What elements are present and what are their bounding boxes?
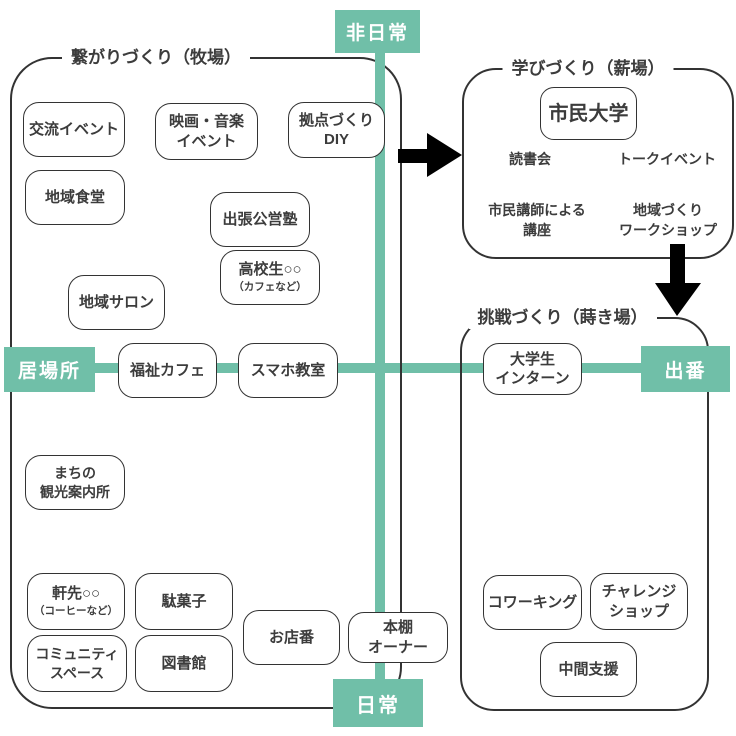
item-label: コワーキング [487, 593, 578, 611]
item-box: 交流イベント [23, 102, 125, 157]
item-box: 駄菓子 [135, 573, 233, 630]
item-box: 図書館 [135, 635, 233, 692]
item-label: 中間支援 [558, 660, 619, 678]
axis-label-right: 出番 [641, 346, 730, 392]
item-label: コミュニティ スペース [35, 646, 119, 681]
group-label: 繋がりづくり（牧場） [62, 47, 250, 69]
item-label: 拠点づくり DIY [298, 111, 374, 149]
item-label: 高校生○○ [238, 261, 302, 279]
item-sublabel: （カフェなど） [233, 280, 307, 293]
item-box: 福祉カフェ [118, 343, 217, 398]
item-label: 地域食堂 [44, 188, 105, 206]
axis-label-bottom: 日常 [333, 679, 423, 727]
item-box: 大学生 インターン [483, 343, 582, 395]
item-label: 出張公営塾 [222, 210, 298, 228]
item-label: 駄菓子 [161, 592, 207, 610]
item-label: まちの 観光案内所 [40, 465, 110, 500]
item-label: 交流イベント [28, 120, 119, 138]
item-label: お店番 [268, 628, 314, 646]
item-label: 市民大学 [548, 102, 629, 125]
group-label: 学びづくり（薪場） [502, 58, 674, 80]
item-label: チャレンジ ショップ [601, 583, 677, 620]
item-box: コワーキング [483, 575, 582, 630]
text-item: 読書会 [509, 151, 551, 167]
group-tsunagari-zukuri: 繋がりづくり（牧場） [10, 47, 402, 709]
axis-label-top: 非日常 [335, 10, 420, 53]
axis-line-horizontal [55, 363, 665, 373]
item-sublabel: （コーヒーなど） [34, 604, 118, 617]
item-box: 高校生○○ （カフェなど） [220, 250, 320, 305]
item-box: 市民大学 [540, 87, 637, 140]
item-box: 中間支援 [540, 642, 637, 697]
item-label: 本棚 オーナー [367, 619, 428, 656]
item-label: 軒先○○ [51, 585, 101, 603]
item-box: 地域食堂 [25, 170, 125, 225]
item-box: 映画・音楽 イベント [155, 103, 258, 160]
text-item: 地域づくり ワークショップ [619, 202, 717, 239]
text-item: 市民講師による 講座 [488, 202, 586, 239]
axis-label-left: 居場所 [4, 347, 95, 392]
item-box: 本棚 オーナー [348, 612, 448, 663]
group-label: 挑戦づくり（蒔き場） [468, 307, 657, 329]
item-box: お店番 [243, 610, 340, 665]
item-label: スマホ教室 [250, 361, 326, 379]
group-manabi-zukuri: 学びづくり（薪場） [462, 58, 734, 259]
item-box: まちの 観光案内所 [25, 455, 125, 510]
group-chousen-zukuri: 挑戦づくり（蒔き場） [460, 307, 709, 711]
arrow-down-icon [655, 244, 701, 316]
axis-line-vertical [375, 48, 385, 700]
item-box: コミュニティ スペース [27, 635, 127, 692]
item-box: スマホ教室 [238, 343, 338, 398]
item-label: 映画・音楽 イベント [168, 113, 244, 150]
item-label: 福祉カフェ [129, 361, 205, 379]
item-label: 地域サロン [78, 293, 154, 311]
item-box: 出張公営塾 [210, 192, 310, 247]
item-box: 地域サロン [68, 275, 165, 330]
item-box: 軒先○○ （コーヒーなど） [27, 573, 125, 630]
text-item: トークイベント [618, 151, 716, 167]
arrow-right-icon [398, 133, 462, 177]
item-label: 大学生 インターン [495, 350, 570, 388]
item-box: 拠点づくり DIY [288, 102, 385, 158]
item-box: チャレンジ ショップ [590, 573, 688, 630]
item-label: 図書館 [161, 654, 207, 672]
